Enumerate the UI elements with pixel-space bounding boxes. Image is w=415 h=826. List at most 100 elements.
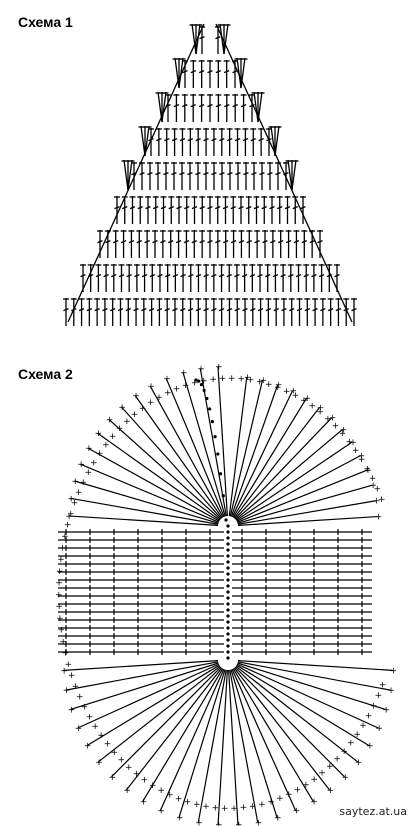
single-crochet-stitch: +	[56, 614, 64, 624]
scheme-1-title: Схема 1	[18, 14, 73, 30]
scheme-2-title: Схема 2	[18, 366, 73, 382]
single-crochet-stitch: +	[352, 446, 360, 456]
chain-stitch	[226, 530, 230, 534]
radiating-stitch	[236, 455, 361, 522]
single-crochet-stitch: +	[139, 404, 147, 414]
chain-stitch	[226, 650, 230, 654]
single-crochet-stitch: +	[191, 378, 199, 388]
double-crochet-stitch	[245, 196, 252, 224]
stitch-fan	[189, 23, 203, 55]
single-crochet-stitch: +	[195, 818, 203, 826]
radiating-stitch	[237, 661, 391, 691]
double-crochet-stitch	[304, 298, 311, 326]
single-crochet-stitch: +	[332, 421, 340, 431]
chain-stitch	[226, 548, 230, 552]
double-crochet-stitch	[187, 128, 194, 156]
double-crochet-stitch	[190, 94, 197, 122]
single-crochet-stitch: +	[292, 391, 300, 401]
single-crochet-stitch: +	[256, 378, 264, 388]
radiating-stitch	[230, 384, 279, 517]
radiating-stitch	[97, 432, 221, 521]
double-crochet-stitch	[249, 298, 256, 326]
double-crochet-stitch	[199, 196, 206, 224]
single-crochet-stitch: +	[294, 786, 302, 796]
double-crochet-stitch	[176, 196, 182, 224]
single-crochet-stitch: +	[72, 682, 80, 692]
chain-stitch	[210, 420, 214, 424]
single-crochet-stitch: +	[390, 666, 398, 676]
single-crochet-stitch: +	[274, 814, 282, 824]
radiating-stitch	[217, 366, 228, 517]
single-crochet-stitch: +	[116, 424, 124, 434]
double-crochet-stitch	[118, 264, 125, 292]
double-crochet-stitch	[334, 264, 340, 292]
radiating-stitch	[120, 406, 222, 519]
double-crochet-stitch	[171, 128, 178, 156]
single-crochet-stitch: +	[285, 790, 293, 800]
double-crochet-stitch	[191, 196, 198, 224]
double-crochet-stitch	[317, 230, 323, 258]
double-crochet-stitch	[181, 94, 188, 122]
single-crochet-stitch: +	[387, 686, 395, 696]
double-crochet-stitch	[207, 94, 213, 122]
double-crochet-stitch	[126, 264, 133, 292]
radiating-stitch	[228, 377, 248, 517]
double-crochet-stitch	[207, 196, 213, 224]
single-crochet-stitch: +	[340, 747, 348, 757]
chain-stitch	[213, 435, 217, 439]
double-crochet-stitch	[292, 196, 299, 224]
double-crochet-stitch	[171, 162, 177, 190]
double-crochet-stitch	[183, 196, 190, 224]
single-crochet-stitch: +	[318, 769, 326, 779]
single-crochet-stitch: +	[79, 478, 87, 488]
single-crochet-stitch: +	[359, 721, 367, 731]
double-crochet-stitch	[351, 298, 357, 326]
double-crochet-stitch	[266, 128, 272, 156]
double-crochet-stitch	[163, 128, 170, 156]
single-crochet-stitch: +	[85, 468, 93, 478]
radiating-stitch	[237, 469, 368, 523]
single-crochet-stitch: +	[249, 802, 257, 812]
radiating-stitch	[159, 668, 225, 811]
double-crochet-stitch	[163, 162, 169, 190]
single-crochet-stitch: +	[316, 408, 324, 418]
single-crochet-stitch: +	[215, 362, 223, 372]
single-crochet-stitch: +	[244, 373, 252, 383]
single-crochet-stitch: +	[173, 384, 181, 394]
single-crochet-stitch: +	[197, 364, 205, 374]
radiating-stitch	[68, 515, 219, 526]
single-crochet-stitch: +	[176, 814, 184, 824]
stitch-fan	[268, 125, 282, 157]
single-crochet-stitch: +	[310, 775, 318, 785]
radiating-stitch	[235, 665, 359, 763]
single-crochet-stitch: +	[118, 756, 126, 766]
single-crochet-stitch: +	[215, 821, 223, 826]
double-crochet-stitch	[218, 298, 225, 326]
radiating-stitch	[233, 406, 321, 519]
double-crochet-stitch	[269, 230, 276, 258]
single-crochet-stitch: +	[57, 626, 65, 636]
radiating-stitch	[235, 428, 344, 521]
double-crochet-stitch	[141, 264, 148, 292]
chain-stitch	[226, 566, 230, 570]
single-crochet-stitch: +	[275, 381, 283, 391]
chain-stitch	[218, 472, 223, 476]
double-crochet-stitch	[195, 128, 202, 156]
single-crochet-stitch: +	[68, 705, 76, 715]
double-crochet-stitch	[152, 196, 159, 224]
single-crochet-stitch: +	[345, 437, 353, 447]
double-crochet-stitch	[288, 298, 295, 326]
single-crochet-stitch: +	[104, 740, 112, 750]
chain-stitch	[226, 602, 230, 606]
double-crochet-stitch	[219, 162, 225, 190]
single-crochet-stitch: +	[65, 660, 73, 670]
single-crochet-stitch: +	[125, 763, 133, 773]
single-crochet-stitch: +	[75, 724, 83, 734]
single-crochet-stitch: +	[258, 800, 266, 810]
single-crochet-stitch: +	[60, 666, 68, 676]
single-crochet-stitch: +	[310, 797, 318, 807]
double-crochet-stitch	[258, 128, 265, 156]
single-crochet-stitch: +	[95, 429, 103, 439]
double-crochet-stitch	[198, 94, 205, 122]
double-crochet-stitch	[207, 60, 213, 88]
